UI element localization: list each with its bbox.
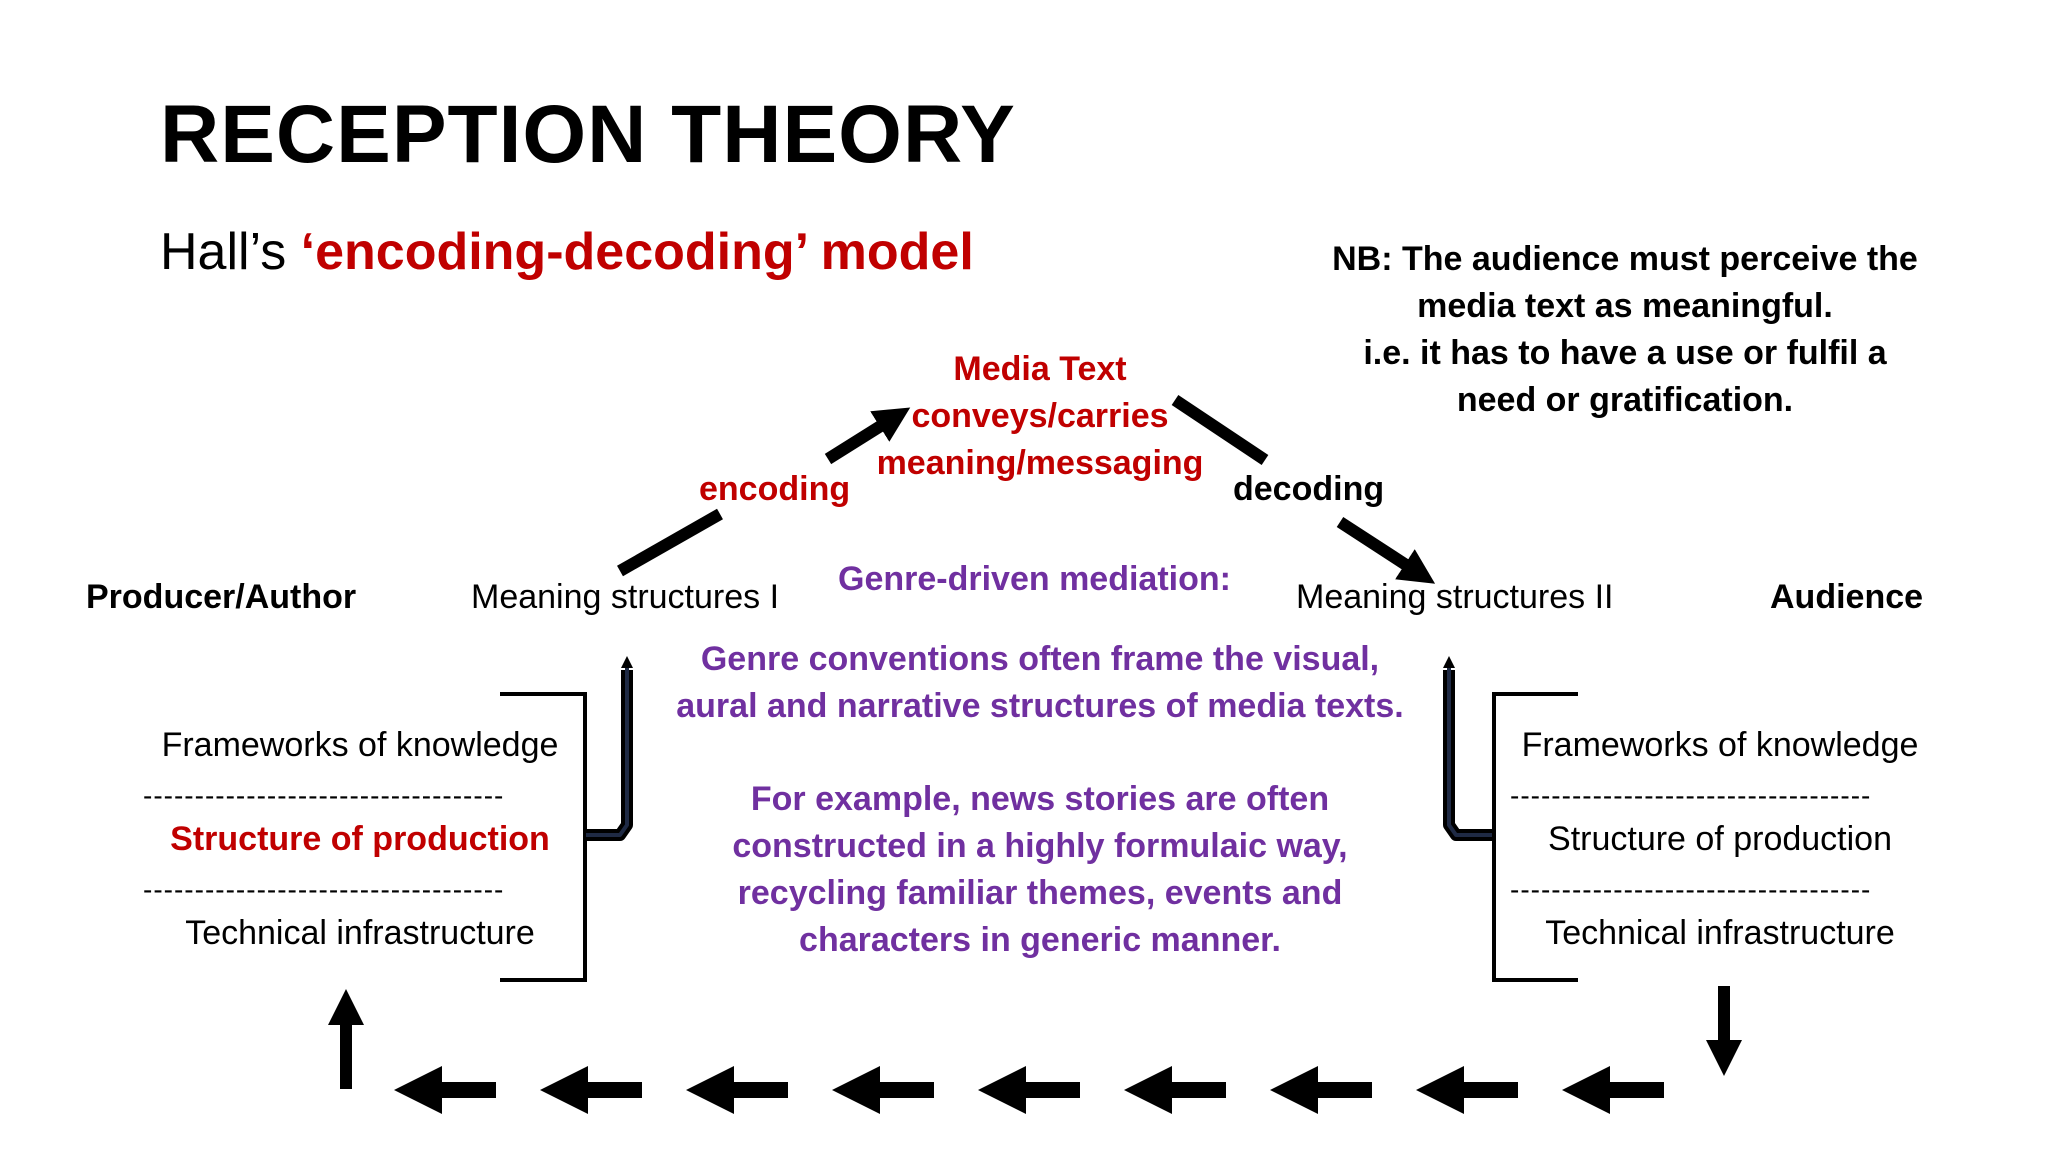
slide-subtitle: Hall’s ‘encoding-decoding’ model	[160, 222, 974, 282]
decoding-arrow-lower	[1336, 516, 1436, 584]
encoding-arrow-upper	[824, 407, 911, 465]
producer-label: Producer/Author	[86, 578, 357, 616]
left-technical-infrastructure: Technical infrastructure	[185, 914, 535, 952]
note-line: media text as meaningful.	[1417, 287, 1833, 325]
subtitle-highlight: ‘encoding-decoding’ model	[300, 223, 974, 281]
mediation-line: constructed in a highly formulaic way,	[732, 827, 1348, 865]
left-divider-2: -----------------------------------	[143, 874, 505, 905]
note-line: NB: The audience must perceive the	[1332, 240, 1918, 278]
media-text-line: Media Text	[953, 350, 1127, 388]
decoding-arrow-upper	[1171, 395, 1269, 465]
left-divider-1: -----------------------------------	[143, 780, 505, 811]
left-elbow-arrow-outline	[586, 670, 633, 841]
right-divider-1: -----------------------------------	[1510, 780, 1872, 811]
left-frameworks-knowledge: Frameworks of knowledge	[161, 726, 559, 764]
right-frameworks-knowledge: Frameworks of knowledge	[1521, 726, 1919, 764]
meaning-structures-2: Meaning structures II	[1296, 578, 1614, 616]
left-elbow-arrow	[586, 656, 633, 837]
audience-note: NB: The audience must perceive the media…	[1290, 236, 1960, 424]
media-text-node: Media Text conveys/carries meaning/messa…	[860, 346, 1220, 487]
decoding-label: decoding	[1233, 470, 1385, 508]
encoding-label: encoding	[699, 470, 851, 508]
slide-title: RECEPTION THEORY	[160, 89, 1016, 180]
mediation-line: For example, news stories are often	[750, 780, 1330, 818]
audience-label: Audience	[1770, 578, 1924, 616]
mediation-line: Genre conventions often frame the visual…	[700, 640, 1380, 678]
left-structure-production: Structure of production	[170, 820, 550, 858]
note-line: i.e. it has to have a use or fulfil a	[1363, 334, 1887, 372]
mediation-heading: Genre-driven mediation:	[838, 560, 1231, 598]
mediation-text-1: Genre conventions often frame the visual…	[640, 636, 1440, 730]
media-text-line: conveys/carries	[911, 397, 1169, 435]
right-elbow-arrow	[1443, 656, 1492, 837]
right-divider-2: -----------------------------------	[1510, 874, 1872, 905]
subtitle-prefix: Hall’s	[160, 223, 301, 281]
right-stack-bracket	[1492, 692, 1578, 982]
mediation-line: aural and narrative structures of media …	[676, 687, 1404, 725]
right-technical-infrastructure: Technical infrastructure	[1545, 914, 1895, 952]
right-structure-production: Structure of production	[1548, 820, 1892, 858]
left-stack-bracket	[500, 692, 587, 982]
encoding-arrow-lower	[617, 508, 723, 577]
mediation-line: characters in generic manner.	[799, 921, 1281, 959]
mediation-text-2: For example, news stories are often cons…	[640, 776, 1440, 964]
media-text-line: meaning/messaging	[876, 444, 1204, 482]
note-line: need or gratification.	[1456, 381, 1794, 419]
meaning-structures-1: Meaning structures I	[471, 578, 780, 616]
right-elbow-arrow-outline	[1443, 670, 1492, 841]
mediation-line: recycling familiar themes, events and	[737, 874, 1343, 912]
